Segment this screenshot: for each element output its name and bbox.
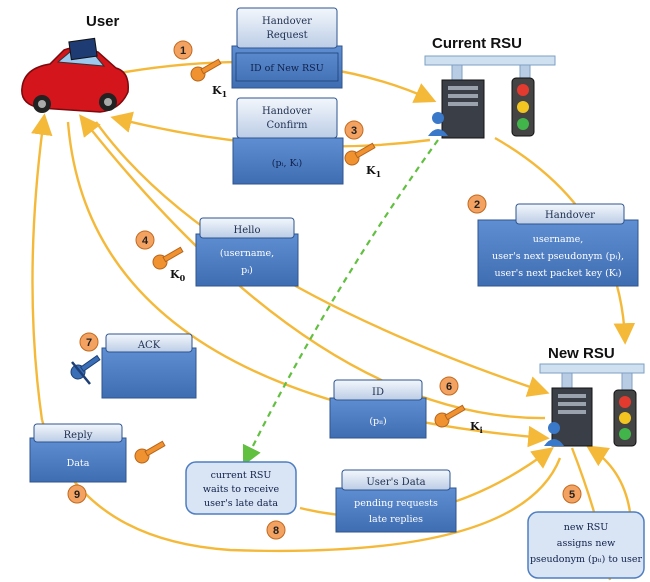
step-9-badge: 9 (67, 484, 87, 504)
id-body: (pᵢᵢ) (369, 416, 386, 427)
users-data-line2: late replies (369, 514, 423, 525)
rsu-server-icon (441, 79, 485, 139)
svg-text:4: 4 (142, 235, 149, 247)
svg-text:6: 6 (446, 381, 452, 393)
handover-request-body: ID of New RSU (250, 63, 323, 74)
hello-box: Hello (username, pᵢ) (195, 217, 299, 287)
id-title: ID (372, 387, 384, 398)
wait-note-line3: user's late data (204, 498, 278, 509)
svg-text:3: 3 (351, 125, 357, 137)
arrow-wait-dashed (242, 139, 439, 466)
ack-box: ACK (101, 333, 197, 399)
new-rsu-label: New RSU (548, 345, 615, 362)
hello-line1: (username, (220, 248, 274, 259)
current-rsu-wait-note: current RSU waits to receive user's late… (185, 461, 297, 515)
new-rsu-gantry (539, 363, 645, 394)
handover-confirm-body: (pᵢ, Kᵢ) (272, 158, 302, 169)
key-k4-label: K0 (170, 268, 186, 283)
handover-line2: user's next pseudonym (pᵢ), (492, 251, 624, 262)
key-k1-label: K1 (212, 84, 227, 99)
traffic-light-icon (613, 389, 637, 447)
svg-text:9: 9 (74, 489, 80, 501)
step-3-badge: 3 (344, 120, 364, 140)
users-data-box: User's Data pending requests late replie… (335, 469, 457, 533)
ack-title: ACK (137, 340, 161, 351)
car-icon (21, 37, 129, 113)
users-data-line1: pending requests (354, 498, 438, 509)
key-icon (190, 58, 222, 82)
key-k6-label: Ki (470, 420, 483, 435)
wait-note-line1: current RSU (211, 470, 272, 481)
handover-confirm-title-2: Confirm (266, 120, 308, 131)
reply-title: Reply (64, 430, 93, 441)
svg-text:1: 1 (180, 45, 186, 57)
step-7-badge: 7 (79, 332, 99, 352)
step-badges: 1 2 3 4 5 6 7 8 9 (67, 40, 582, 540)
svg-text:7: 7 (86, 337, 92, 349)
handover-line3: user's next packet key (Kᵢ) (494, 268, 621, 279)
current-rsu-label: Current RSU (432, 35, 522, 52)
broken-key-icon (70, 354, 101, 385)
handover-confirm-title-1: Handover (262, 106, 312, 117)
handover-confirm-box: Handover Confirm (pᵢ, Kᵢ) (232, 97, 344, 185)
step-5-badge: 5 (562, 484, 582, 504)
handover-line1: username, (533, 234, 584, 245)
assign-note-line3: pseudonym (pᵢᵢ) to user (530, 554, 643, 565)
key-icon (152, 246, 184, 270)
id-box: ID (pᵢᵢ) (329, 379, 427, 439)
step-6-badge: 6 (439, 376, 459, 396)
user-label: User (86, 13, 120, 30)
arrow-reply (31, 113, 53, 421)
wait-note-line2: waits to receive (203, 484, 280, 495)
svg-text:2: 2 (474, 199, 480, 211)
step-8-badge: 8 (266, 520, 286, 540)
step-4-badge: 4 (135, 230, 155, 250)
traffic-light-icon (511, 77, 535, 137)
assign-note-line1: new RSU (564, 522, 609, 533)
step-2-badge: 2 (467, 194, 487, 214)
handover-title: Handover (545, 210, 595, 221)
key-icon (434, 404, 466, 428)
step-1-badge: 1 (173, 40, 193, 60)
key-k3-label: K1 (366, 164, 381, 179)
new-rsu-assign-note: new RSU assigns new pseudonym (pᵢᵢ) to u… (527, 511, 645, 579)
key-icon (134, 440, 166, 464)
hello-line2: pᵢ) (241, 265, 253, 276)
handover-request-box: Handover Request ID of New RSU (231, 7, 343, 89)
handover-request-title-2: Request (266, 30, 307, 41)
handover-box: Handover username, user's next pseudonym… (477, 203, 639, 287)
key-icon (344, 142, 376, 166)
reply-body: Data (67, 458, 90, 469)
svg-text:5: 5 (569, 489, 575, 501)
reply-box: Reply Data (29, 423, 127, 483)
user-icon (544, 422, 564, 446)
handover-request-title-1: Handover (262, 16, 312, 27)
assign-note-line2: assigns new (557, 538, 615, 549)
arrow-id (79, 114, 546, 420)
hello-title: Hello (233, 225, 260, 236)
users-data-title: User's Data (366, 477, 425, 488)
svg-text:8: 8 (273, 525, 279, 537)
user-icon (428, 112, 448, 136)
rsu-server-icon (551, 387, 593, 447)
